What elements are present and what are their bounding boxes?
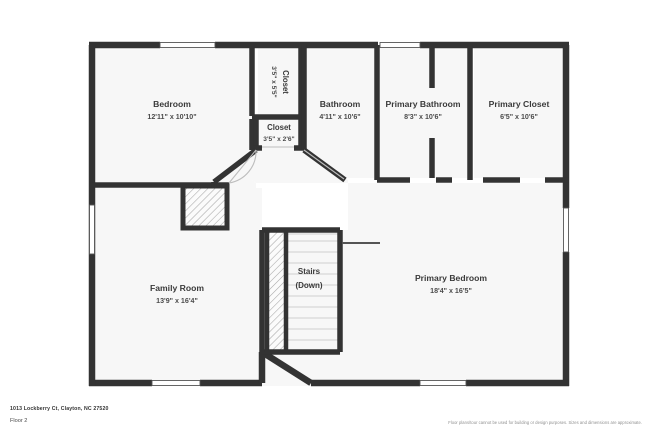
label-family-room-dim: 13'9" x 16'4" [156,297,198,305]
label-primary-closet-name: Primary Closet [489,99,550,109]
label-primary-bedroom-dim: 18'4" x 16'5" [430,287,472,295]
windows [89,42,569,386]
label-bedroom-dim: 12'11" x 10'10" [147,113,196,121]
label-stairs-line2: (Down) [295,281,322,290]
label-bathroom-name: Bathroom [320,99,361,109]
room-fill-closet-upper [258,44,298,114]
label-bedroom-name: Bedroom [153,99,191,109]
room-fills [92,44,566,386]
hatched-chase-family-room [180,183,230,231]
label-primary-bathroom-name: Primary Bathroom [386,99,461,109]
room-fill-closet-lower [256,119,302,147]
label-closet-upper-dim: 3'5" x 5'5" [270,66,277,97]
doors [228,146,345,184]
window-family-room-left [89,204,95,255]
hatched-stair-wall [264,227,289,355]
window-bedroom-top [159,42,216,48]
window-primary-bathroom-top [379,42,421,48]
stair-treads [286,233,338,341]
label-stairs-line1: Stairs [298,267,321,276]
label-family-room-name: Family Room [150,283,204,293]
footer-left: 1013 Lockberry Ct, Clayton, NC 27520 Flo… [10,405,270,426]
window-primary-bedroom-bottom [419,380,467,386]
room-fill-primary-closet [474,44,566,178]
hatched-blocks [180,183,289,355]
room-fill-bathroom [304,44,374,178]
floor-label: Floor 2 [10,418,28,424]
label-primary-bathroom-dim: 8'3" x 10'6" [404,113,442,121]
room-fill-family-room [92,188,262,386]
room-labels: Bedroom 12'11" x 10'10" Closet 3'5" x 5'… [147,66,549,305]
label-primary-closet-dim: 6'5" x 10'6" [500,113,538,121]
label-closet-lower-dim: 3'5" x 2'6" [263,136,294,143]
room-fill-primary-bathroom [380,44,468,178]
room-fill-bedroom [92,44,252,182]
property-address: 1013 Lockberry Ct, Clayton, NC 27520 [10,406,109,412]
room-fill-primary-bedroom [310,183,566,386]
label-primary-bedroom-name: Primary Bedroom [415,273,487,283]
window-family-room-bottom [151,380,201,386]
label-closet-upper-name: Closet [281,70,290,94]
label-closet-lower-name: Closet [267,123,291,132]
window-primary-bedroom-right [563,207,569,253]
disclaimer-text: Floor plans/tour cannot be used for buil… [448,420,642,425]
label-bathroom-dim: 4'11" x 10'6" [319,113,360,121]
